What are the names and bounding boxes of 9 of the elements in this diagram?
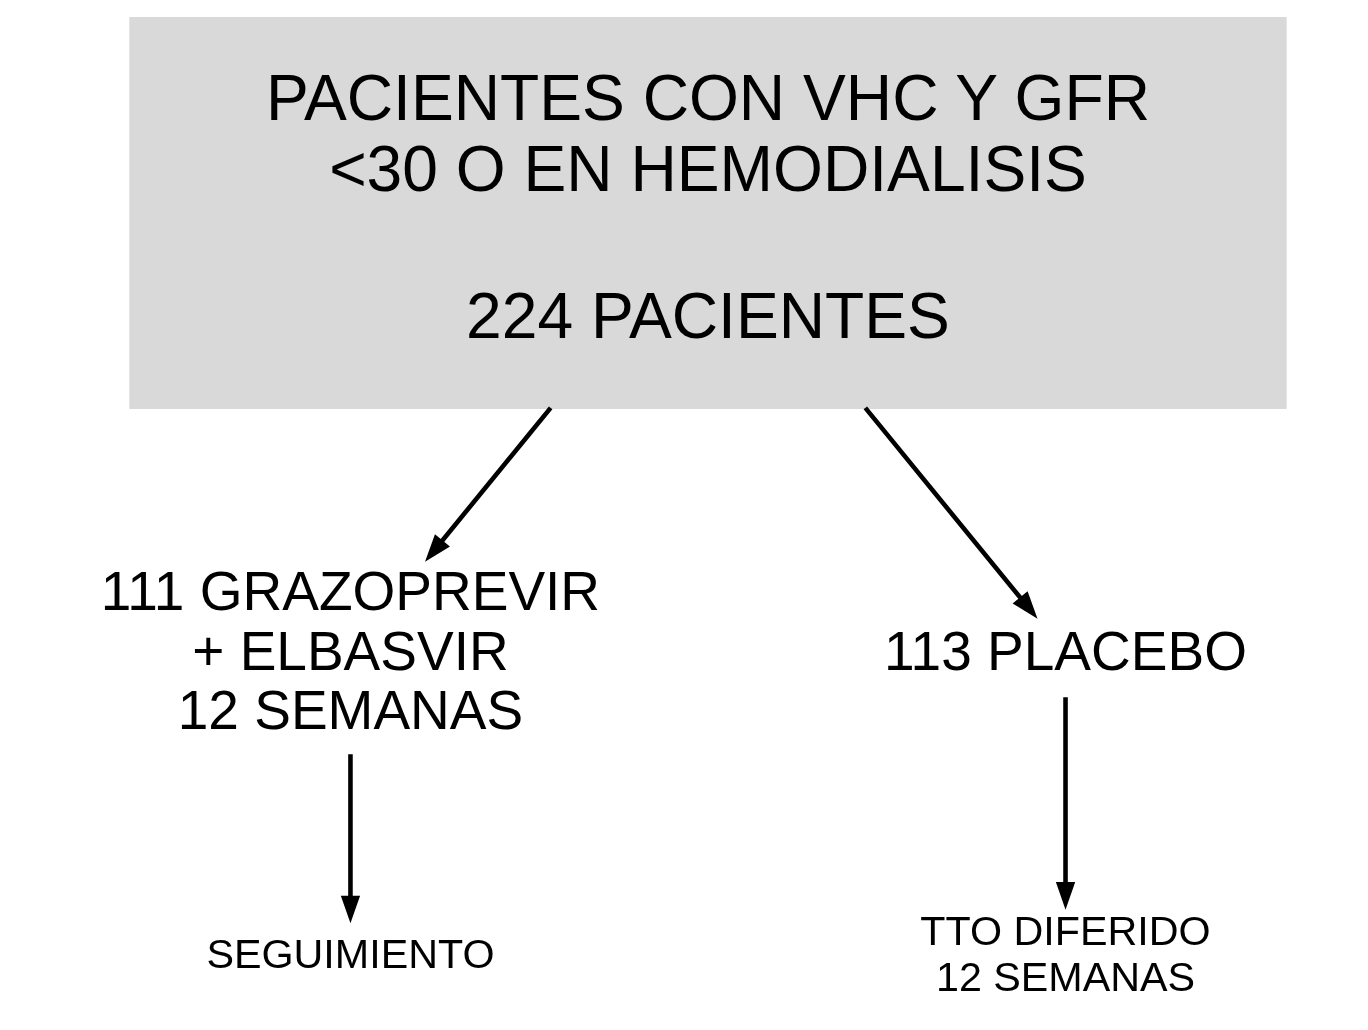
arrow <box>424 405 552 562</box>
node-text: 113 PLACEBO <box>883 619 1247 682</box>
node-text: TTO DIFERIDO 12 SEMANAS <box>919 907 1211 1000</box>
node-text: SEGUIMIENTO <box>205 930 494 977</box>
node-text: 111 GRAZOPREVIR + ELBASVIR 12 SEMANAS <box>100 559 600 741</box>
node-box: PACIENTES CON VHC Y GFR <30 O EN HEMODIALISIS 224 PACIENTES <box>128 16 1287 409</box>
arrow <box>863 405 1038 619</box>
arrow <box>340 753 360 923</box>
arrow <box>1055 696 1075 910</box>
